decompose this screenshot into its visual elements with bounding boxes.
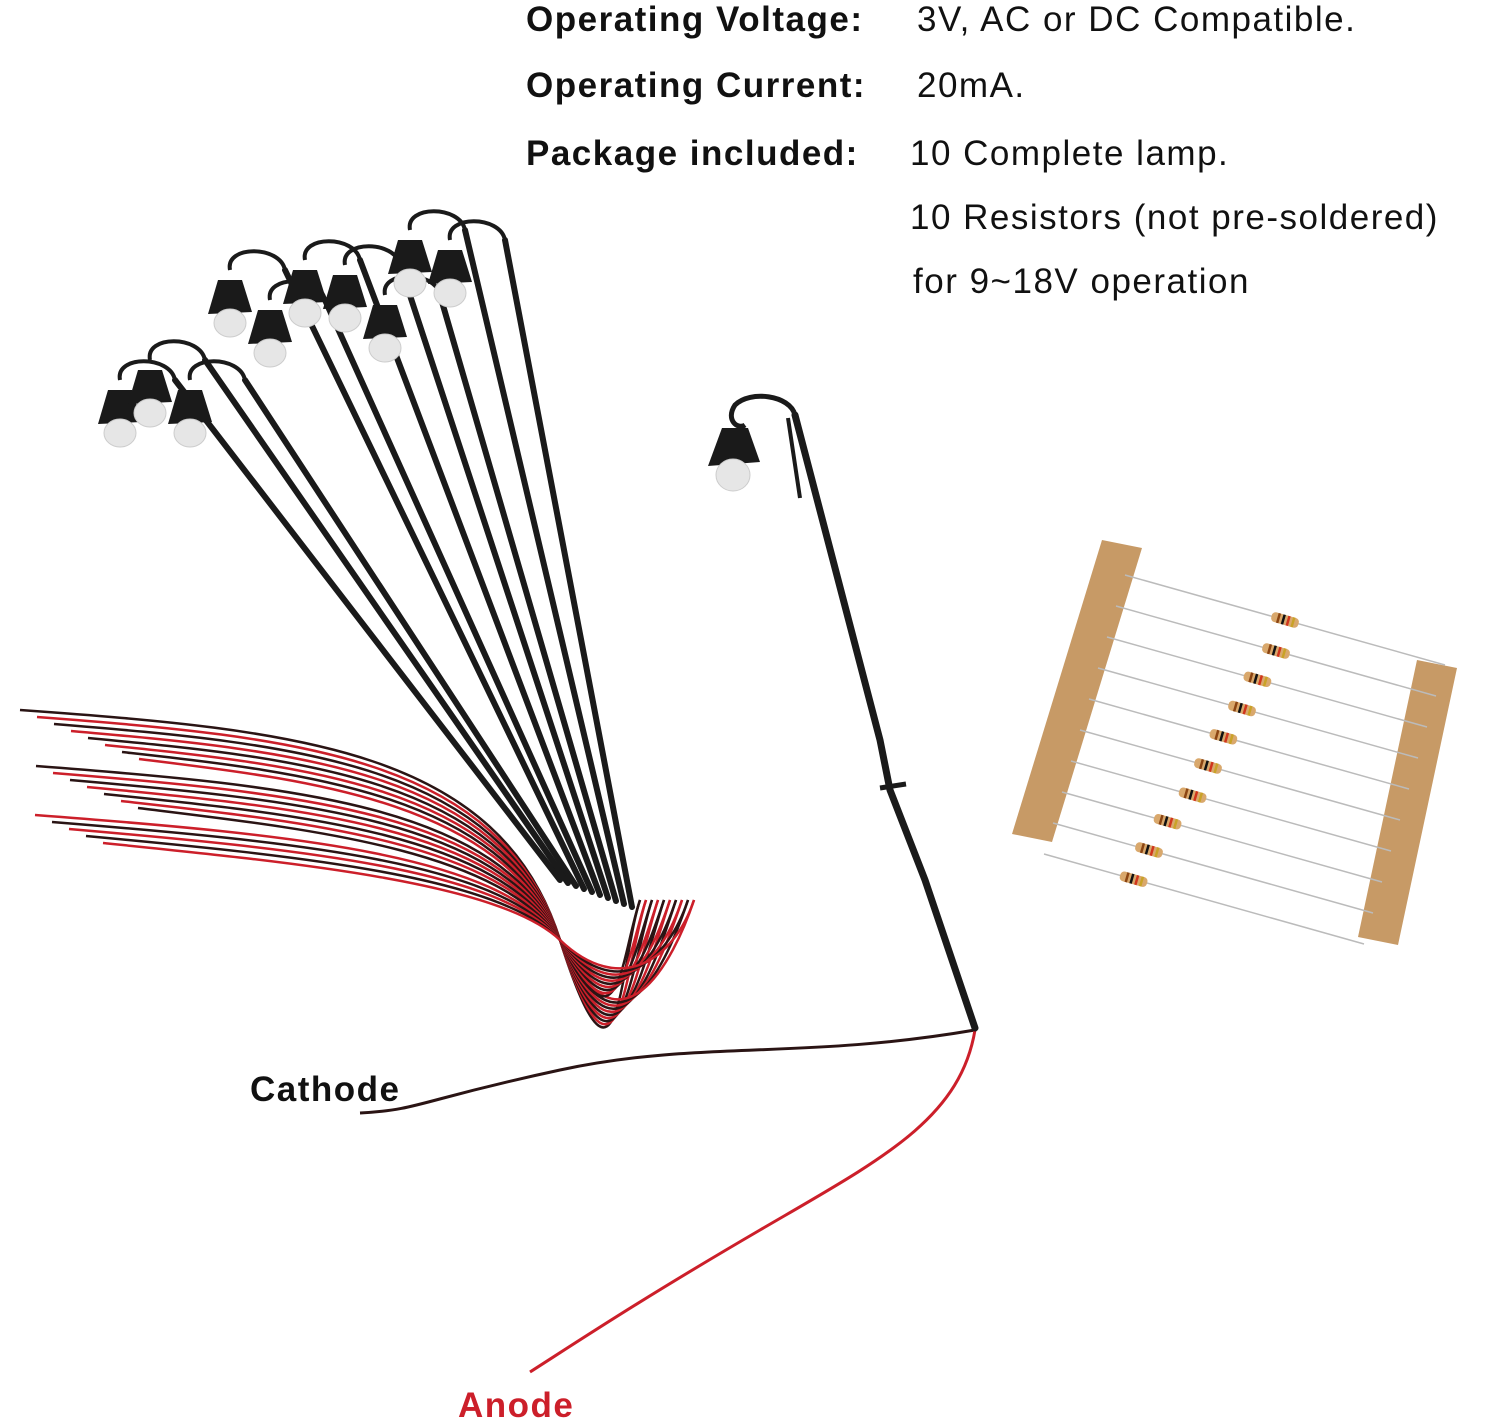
lamp-wire xyxy=(137,806,666,985)
lamp-bulb xyxy=(328,303,362,333)
lamp-bulb xyxy=(103,418,137,448)
anode-wire xyxy=(529,1029,977,1374)
anode-label: Anode xyxy=(458,1386,575,1425)
package-line: 10 Resistors (not pre-soldered) xyxy=(910,198,1439,237)
lamp-bulb xyxy=(288,298,322,328)
lamp-post xyxy=(357,257,603,898)
resistor xyxy=(1153,813,1182,830)
cathode-label: Cathode xyxy=(250,1070,401,1109)
lamp-shade xyxy=(248,310,292,344)
resistor xyxy=(1271,612,1299,628)
resistor xyxy=(1243,671,1272,688)
lamp-wire xyxy=(120,799,660,989)
resistor xyxy=(1262,643,1290,659)
lamp-shade xyxy=(208,280,252,314)
lamp-post xyxy=(502,237,635,910)
lamp-post xyxy=(282,267,587,892)
resistor xyxy=(1194,758,1222,774)
lamp-wire xyxy=(86,785,648,995)
lamp-shade xyxy=(388,240,432,274)
lamp-shade xyxy=(323,275,367,309)
package-label: Package included: xyxy=(526,134,859,173)
lamp-bulb xyxy=(133,398,167,428)
lamp-post xyxy=(242,377,579,889)
lamp-post xyxy=(462,227,627,907)
lamp-shade xyxy=(168,390,212,424)
lamp-bulb xyxy=(213,308,247,338)
lamp-bulb xyxy=(433,278,467,308)
lamp-bundle-wires xyxy=(19,708,696,1029)
current-value: 20mA. xyxy=(917,66,1026,105)
single-lamp xyxy=(359,393,979,1374)
voltage-value: 3V, AC or DC Compatible. xyxy=(917,0,1357,39)
lamp-post xyxy=(172,377,563,883)
lamp-post xyxy=(322,297,595,895)
lamp-shade xyxy=(363,305,407,339)
resistor-strip xyxy=(1012,540,1457,945)
lamp-bundle-posts xyxy=(98,209,635,910)
lamp-post xyxy=(437,292,619,904)
package-line: 10 Complete lamp. xyxy=(910,134,1230,173)
current-label: Operating Current: xyxy=(526,66,867,105)
resistor xyxy=(1209,729,1238,745)
lamp-post xyxy=(202,357,571,886)
package-line: for 9~18V operation xyxy=(913,262,1250,301)
resistor xyxy=(1228,700,1256,717)
lamp-bulb xyxy=(393,268,427,298)
lamp-shade xyxy=(283,270,327,304)
lamp-shade xyxy=(128,370,172,404)
lamp-wire xyxy=(102,841,696,970)
cathode-wire xyxy=(359,1028,976,1115)
resistor xyxy=(1178,787,1207,803)
lamp-post xyxy=(397,262,611,901)
lamp-bulb xyxy=(368,333,402,363)
lamp-bulb xyxy=(253,338,287,368)
lamp-shade xyxy=(428,250,472,284)
voltage-label: Operating Voltage: xyxy=(526,0,864,39)
resistor xyxy=(1135,842,1163,858)
lamp-bulb xyxy=(173,418,207,448)
resistor xyxy=(1119,871,1148,887)
